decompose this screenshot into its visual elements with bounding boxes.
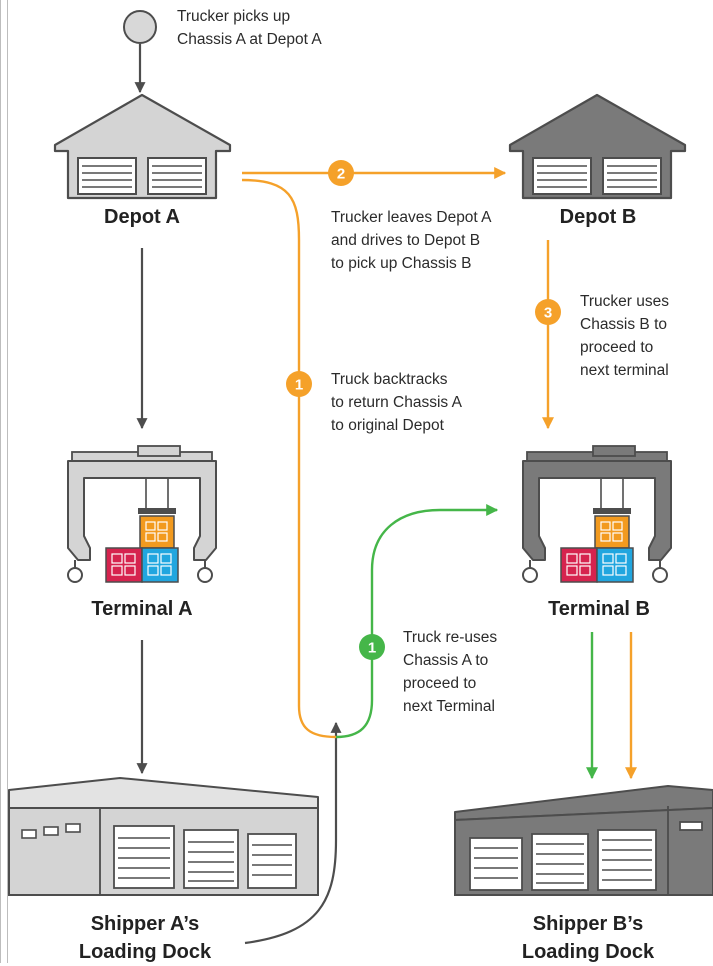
depot-b-building-icon: [510, 95, 685, 198]
step-orange-3-line4: next terminal: [580, 359, 669, 382]
badge-orange-1: 1: [286, 371, 312, 397]
badge-green-1-number: 1: [368, 640, 376, 657]
start-circle-icon: [124, 11, 156, 43]
depot-b-label: Depot B: [546, 206, 650, 229]
shipper-a-label: Shipper A’s Loading Dock: [60, 910, 230, 966]
step-orange-2-line2: and drives to Depot B: [331, 229, 492, 252]
badge-orange-2: 2: [328, 160, 354, 186]
step-orange-2-line3: to pick up Chassis B: [331, 252, 492, 275]
badge-orange-1-number: 1: [295, 377, 303, 394]
step-green-1-line1: Truck re-uses: [403, 626, 497, 649]
shipper-a-label-line1: Shipper A’s: [60, 910, 230, 938]
shipper-b-label-line2: Loading Dock: [503, 938, 673, 966]
step-orange-2-line1: Trucker leaves Depot A: [331, 206, 492, 229]
terminal-b-label: Terminal B: [537, 598, 661, 621]
start-note: Trucker picks up Chassis A at Depot A: [177, 5, 322, 51]
start-note-line2: Chassis A at Depot A: [177, 28, 322, 51]
start-note-line1: Trucker picks up: [177, 5, 322, 28]
step-green-1-line2: Chassis A to: [403, 649, 497, 672]
badge-green-1: 1: [359, 634, 385, 660]
step-orange-1-line3: to original Depot: [331, 414, 462, 437]
step-orange-1-line2: to return Chassis A: [331, 391, 462, 414]
step-orange-3-line3: proceed to: [580, 336, 669, 359]
terminal-b-crane-icon: [523, 446, 671, 582]
orange-route-backtrack: [242, 180, 336, 737]
shipper-a-label-line2: Loading Dock: [60, 938, 230, 966]
shipper-b-warehouse-icon: [455, 786, 713, 895]
step-orange-1-note: Truck backtracks to return Chassis A to …: [331, 368, 462, 437]
step-orange-3-note: Trucker uses Chassis B to proceed to nex…: [580, 290, 669, 382]
terminal-a-label: Terminal A: [82, 598, 202, 621]
step-green-1-line4: next Terminal: [403, 695, 497, 718]
step-green-1-line3: proceed to: [403, 672, 497, 695]
depot-a-building-icon: [55, 95, 230, 198]
depot-a-label: Depot A: [92, 206, 192, 229]
step-orange-3-line2: Chassis B to: [580, 313, 669, 336]
step-orange-1-line1: Truck backtracks: [331, 368, 462, 391]
step-green-1-note: Truck re-uses Chassis A to proceed to ne…: [403, 626, 497, 718]
shipper-b-label-line1: Shipper B’s: [503, 910, 673, 938]
shipper-b-label: Shipper B’s Loading Dock: [503, 910, 673, 966]
badge-orange-3-number: 3: [544, 305, 552, 322]
badge-orange-2-number: 2: [337, 166, 345, 183]
shipper-a-warehouse-icon: [9, 778, 318, 895]
step-orange-3-line1: Trucker uses: [580, 290, 669, 313]
badge-orange-3: 3: [535, 299, 561, 325]
step-orange-2-note: Trucker leaves Depot A and drives to Dep…: [331, 206, 492, 275]
terminal-a-crane-icon: [68, 446, 216, 582]
